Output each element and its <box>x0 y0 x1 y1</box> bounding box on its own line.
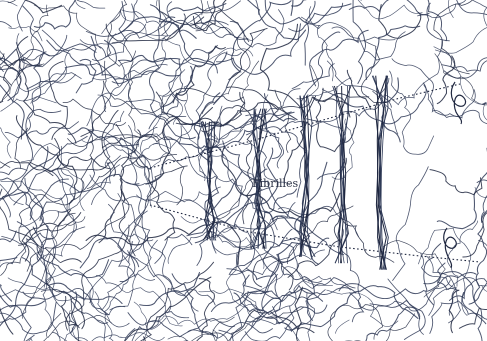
mesh-fiber <box>437 148 487 228</box>
mesh-fiber <box>130 166 188 256</box>
mesh-fiber <box>92 4 134 61</box>
mesh-fiber <box>449 290 459 332</box>
fibril-bundles <box>201 76 388 270</box>
dotted-guide-lines <box>150 84 480 262</box>
mesh-fiber <box>361 41 387 103</box>
mesh-fiber <box>86 222 240 265</box>
mesh-fiber <box>237 248 356 299</box>
mesh-fiber <box>119 2 127 41</box>
mesh-fiber <box>469 277 487 304</box>
mesh-fiber <box>0 1 17 6</box>
mesh-fiber <box>430 170 482 195</box>
mesh-fiber <box>0 297 34 323</box>
mesh-fiber <box>1 305 32 341</box>
mesh-fiber <box>128 251 216 305</box>
mesh-fiber <box>356 0 423 19</box>
mesh-fiber <box>388 279 424 334</box>
mesh-fiber <box>291 0 293 15</box>
mesh-fiber <box>121 11 253 66</box>
mesh-fiber <box>306 119 345 179</box>
mesh-fiber <box>477 180 487 183</box>
mesh-fiber <box>305 1 315 65</box>
mesh-fiber <box>102 10 162 34</box>
mesh-fiber <box>0 22 11 28</box>
mesh-fiber <box>34 0 75 29</box>
mesh-fiber <box>106 14 185 41</box>
mesh-fiber <box>349 0 429 15</box>
mesh-fiber <box>207 172 242 229</box>
mesh-fiber <box>153 72 193 149</box>
mesh-fiber <box>379 5 421 39</box>
mesh-fiber <box>8 0 61 13</box>
mesh-fiber <box>246 258 293 279</box>
curled-fiber-ends <box>444 82 466 268</box>
mesh-fiber <box>72 328 104 341</box>
fibril-strand <box>301 96 316 257</box>
mesh-fiber <box>457 0 487 17</box>
mesh-fiber <box>306 301 312 341</box>
mesh-fiber <box>353 0 366 83</box>
mesh-fiber <box>282 243 355 288</box>
mesh-fiber <box>347 70 370 109</box>
mesh-fiber <box>96 275 182 325</box>
mesh-fiber <box>232 310 314 333</box>
mesh-fiber <box>22 210 71 261</box>
mesh-fiber <box>434 47 487 123</box>
mesh-fiber <box>292 0 316 6</box>
fibrilles-label: Fibrilles <box>252 178 298 189</box>
mesh-fiber <box>442 12 487 72</box>
mesh-fiber <box>338 314 415 341</box>
mesh-fiber <box>278 255 314 321</box>
mesh-fiber <box>435 7 487 54</box>
mesh-fiber <box>0 49 24 139</box>
mesh-fiber <box>8 0 18 3</box>
mesh-fiber <box>9 26 43 41</box>
curled-fiber-end-top-right <box>451 82 465 124</box>
mesh-fiber <box>339 229 363 322</box>
mesh-fiber <box>265 0 351 24</box>
curled-fiber-end-bottom-right <box>444 228 457 268</box>
mesh-fiber <box>459 305 487 329</box>
mesh-fiber <box>463 212 487 257</box>
mesh-fiber <box>336 320 350 333</box>
mesh-fiber <box>143 236 170 313</box>
mesh-fiber <box>393 167 429 281</box>
mesh-fiber <box>99 130 140 243</box>
mesh-fiber <box>424 244 441 305</box>
mesh-fiber <box>0 180 23 205</box>
mesh-fiber <box>0 116 11 158</box>
mesh-fiber <box>1 97 57 112</box>
mesh-fiber <box>0 258 45 308</box>
mesh-fiber <box>390 71 434 154</box>
mesh-fiber <box>448 0 453 18</box>
mesh-fiber <box>418 0 487 17</box>
mesh-fiber <box>212 154 242 254</box>
mesh-fiber <box>22 254 50 318</box>
mesh-fiber <box>129 127 157 262</box>
mesh-fiber <box>57 146 76 232</box>
mesh-fiber <box>275 90 291 153</box>
mesh-fiber <box>75 333 164 341</box>
mesh-fiber <box>285 286 418 330</box>
mesh-fiber <box>190 23 264 40</box>
mesh-fiber <box>223 225 255 273</box>
mesh-fiber <box>362 307 420 341</box>
mesh-fiber <box>34 5 101 48</box>
mesh-fiber <box>474 209 487 301</box>
mesh-fiber <box>74 0 105 8</box>
